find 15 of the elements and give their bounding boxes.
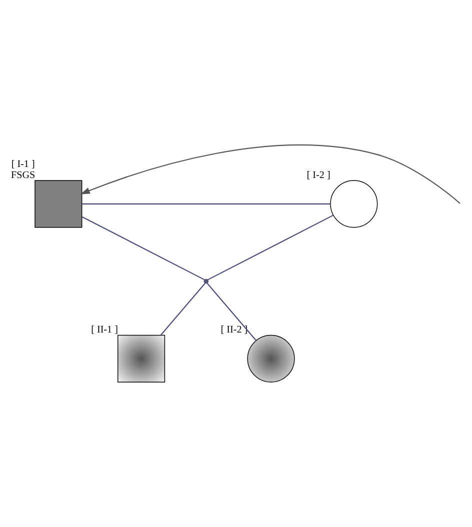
node-box	[34, 180, 82, 228]
node-circle	[247, 334, 295, 382]
connector	[82, 203, 330, 204]
connector	[160, 283, 206, 336]
node-dot	[204, 278, 209, 284]
node-circle	[330, 180, 378, 228]
node-label: FSGS	[11, 170, 36, 181]
node-label: [ II-1 ]	[91, 324, 118, 336]
node-label: [ I-1 ]	[11, 158, 35, 170]
node-box	[118, 334, 166, 382]
arrow	[80, 144, 460, 204]
connector	[82, 216, 205, 280]
connector	[207, 214, 334, 280]
node-label: [ I-2 ]	[306, 170, 330, 181]
connector	[206, 283, 256, 341]
